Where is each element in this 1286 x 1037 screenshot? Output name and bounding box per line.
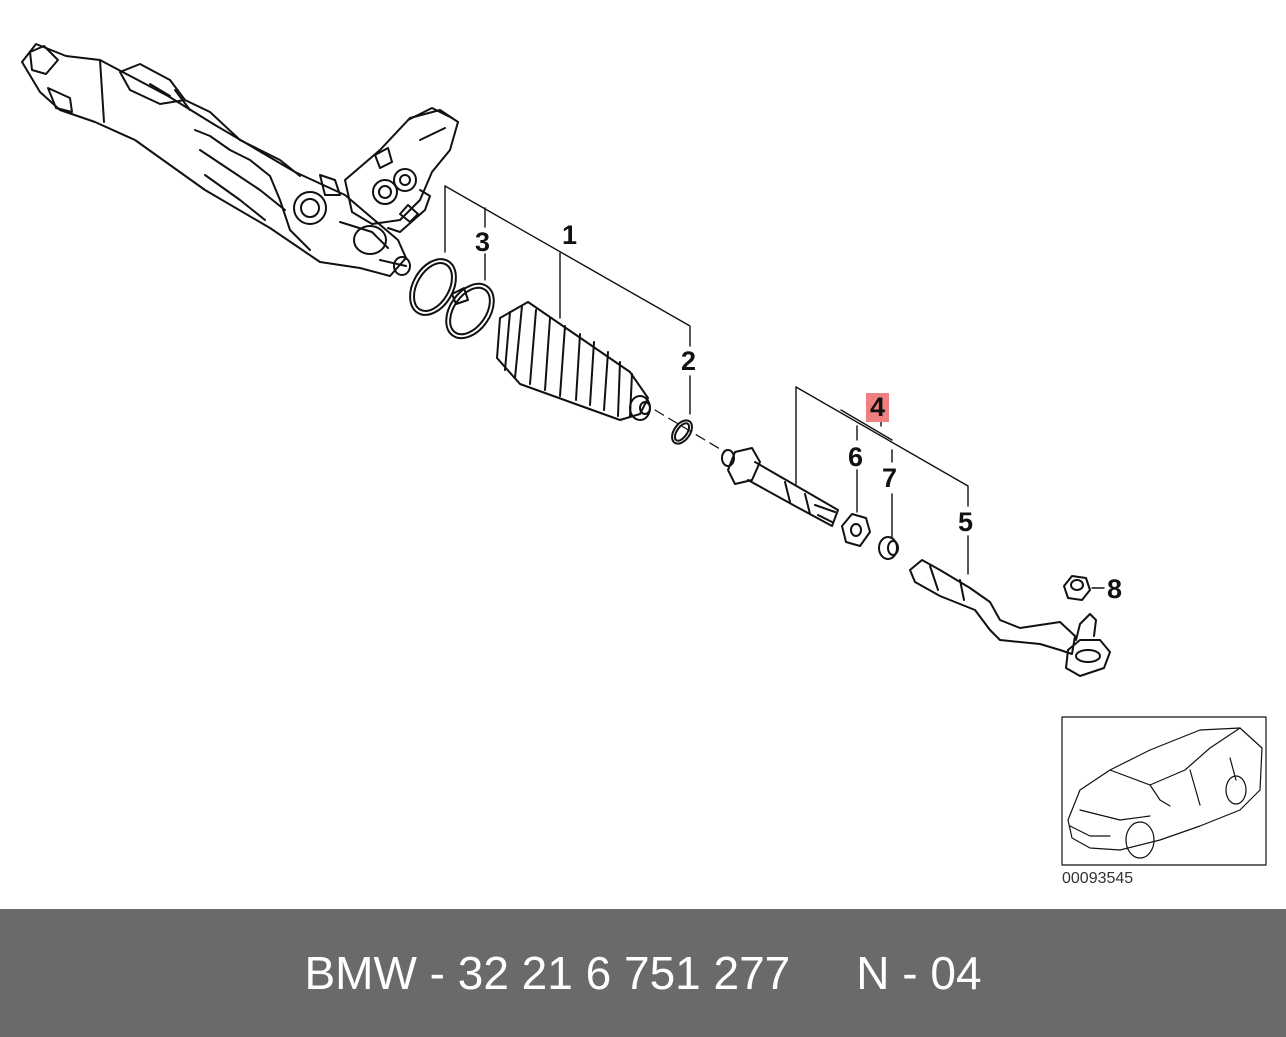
diagram-reference-code: 00093545 bbox=[1062, 870, 1134, 887]
callout-6[interactable]: 6 bbox=[848, 442, 864, 472]
callout-5[interactable]: 5 bbox=[958, 507, 974, 537]
callout-4[interactable]: 4 bbox=[866, 393, 890, 422]
callout-2[interactable]: 2 bbox=[681, 346, 697, 376]
callout-1[interactable]: 1 bbox=[562, 220, 578, 250]
self-locking-nut-part-8 bbox=[1063, 575, 1091, 601]
clip-part-2 bbox=[671, 419, 693, 445]
ring-seal bbox=[409, 258, 457, 316]
axial-joint bbox=[721, 447, 839, 527]
bellows-boot bbox=[496, 301, 651, 421]
vehicle-thumbnail bbox=[1061, 716, 1267, 866]
part-number-footer: BMW - 32 21 6 751 277 N - 04 bbox=[0, 909, 1286, 1037]
nut-part-6 bbox=[841, 513, 871, 547]
outer-tie-rod bbox=[909, 559, 1111, 677]
bracket-1 bbox=[444, 185, 691, 415]
assembly-axis bbox=[654, 409, 726, 453]
part-number-text: BMW - 32 21 6 751 277 bbox=[304, 947, 791, 999]
parts-diagram bbox=[21, 43, 1267, 866]
bush-part-7 bbox=[878, 536, 899, 560]
clamp-part-3 bbox=[445, 282, 495, 340]
steering-rack-housing bbox=[21, 43, 459, 277]
position-code-text: N - 04 bbox=[856, 947, 982, 999]
callout-3[interactable]: 3 bbox=[475, 227, 491, 257]
bracket-4 bbox=[795, 386, 969, 575]
callout-8[interactable]: 8 bbox=[1107, 574, 1123, 604]
callout-7[interactable]: 7 bbox=[882, 463, 898, 493]
